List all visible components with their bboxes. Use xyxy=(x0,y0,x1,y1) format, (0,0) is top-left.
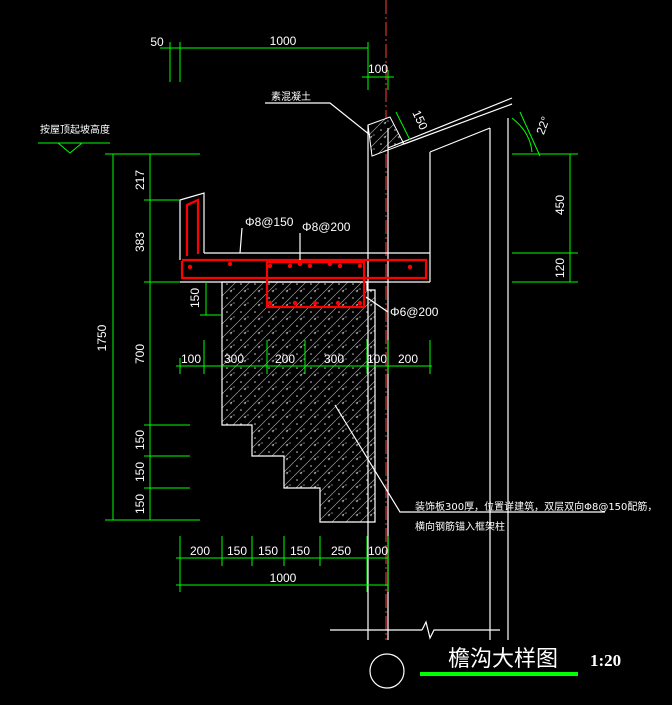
dim-mid-100a: 100 xyxy=(181,352,201,366)
dimension-texts: 50 1000 100 150 1750 217 383 700 150 150… xyxy=(95,34,567,585)
rebar-top-label: Φ8@150 xyxy=(245,215,294,229)
note-line-2: 横向钢筋锚入框架柱 xyxy=(415,520,505,533)
dim-mid-200: 200 xyxy=(275,352,295,366)
dim-top-50: 50 xyxy=(150,35,164,49)
dim-mid-100b: 100 xyxy=(367,352,387,366)
angle-label: 22° xyxy=(533,114,552,136)
dim-slope-150: 150 xyxy=(409,108,430,132)
dim-right-450: 450 xyxy=(553,195,567,215)
level-label: 按屋顶起坡高度 xyxy=(40,123,110,136)
dim-top-1000: 1000 xyxy=(270,34,297,48)
dim-mid-200b: 200 xyxy=(398,352,418,366)
dim-bottom-150c: 150 xyxy=(290,544,310,558)
dim-top-100: 100 xyxy=(368,62,388,76)
dim-left-383: 383 xyxy=(133,232,147,252)
rebar-mid-label: Φ8@200 xyxy=(302,220,351,234)
dim-mid-300a: 300 xyxy=(224,352,244,366)
stepped-concrete-mass xyxy=(221,281,376,523)
structure-outline xyxy=(179,97,513,689)
dim-left-700: 700 xyxy=(133,344,147,364)
dim-left-217: 217 xyxy=(133,170,147,190)
dim-left-150b: 150 xyxy=(133,462,147,482)
dim-bottom-200: 200 xyxy=(190,544,210,558)
concrete-label: 素混凝土 xyxy=(271,90,311,103)
dim-left-inner-150: 150 xyxy=(188,288,202,308)
dim-mid-300b: 300 xyxy=(324,352,344,366)
dim-bottom-total: 1000 xyxy=(270,571,297,585)
dim-bottom-250: 250 xyxy=(331,544,351,558)
rebar-stirrup-label: Φ6@200 xyxy=(390,305,439,319)
rebar xyxy=(180,198,428,309)
dim-bottom-100: 100 xyxy=(368,544,388,558)
annotation-texts: 按屋顶起坡高度 素混凝土 Φ8@150 Φ8@200 Φ6@200 22° 装饰… xyxy=(40,90,657,672)
dim-bottom-150b: 150 xyxy=(258,544,278,558)
dim-left-150a: 150 xyxy=(133,430,147,450)
plain-concrete-wedge xyxy=(367,116,405,157)
dimension-lines xyxy=(38,42,578,676)
note-line-1: 装饰板300厚，位置详建筑，双层双向Φ8@150配筋， xyxy=(415,500,657,513)
drawing-scale: 1:20 xyxy=(590,651,621,670)
dim-bottom-150a: 150 xyxy=(227,544,247,558)
dim-left-total: 1750 xyxy=(95,324,109,351)
dim-right-120: 120 xyxy=(553,258,567,278)
leader-lines xyxy=(239,102,605,513)
dim-left-150c: 150 xyxy=(133,494,147,514)
drawing-title: 檐沟大样图 xyxy=(448,647,558,672)
